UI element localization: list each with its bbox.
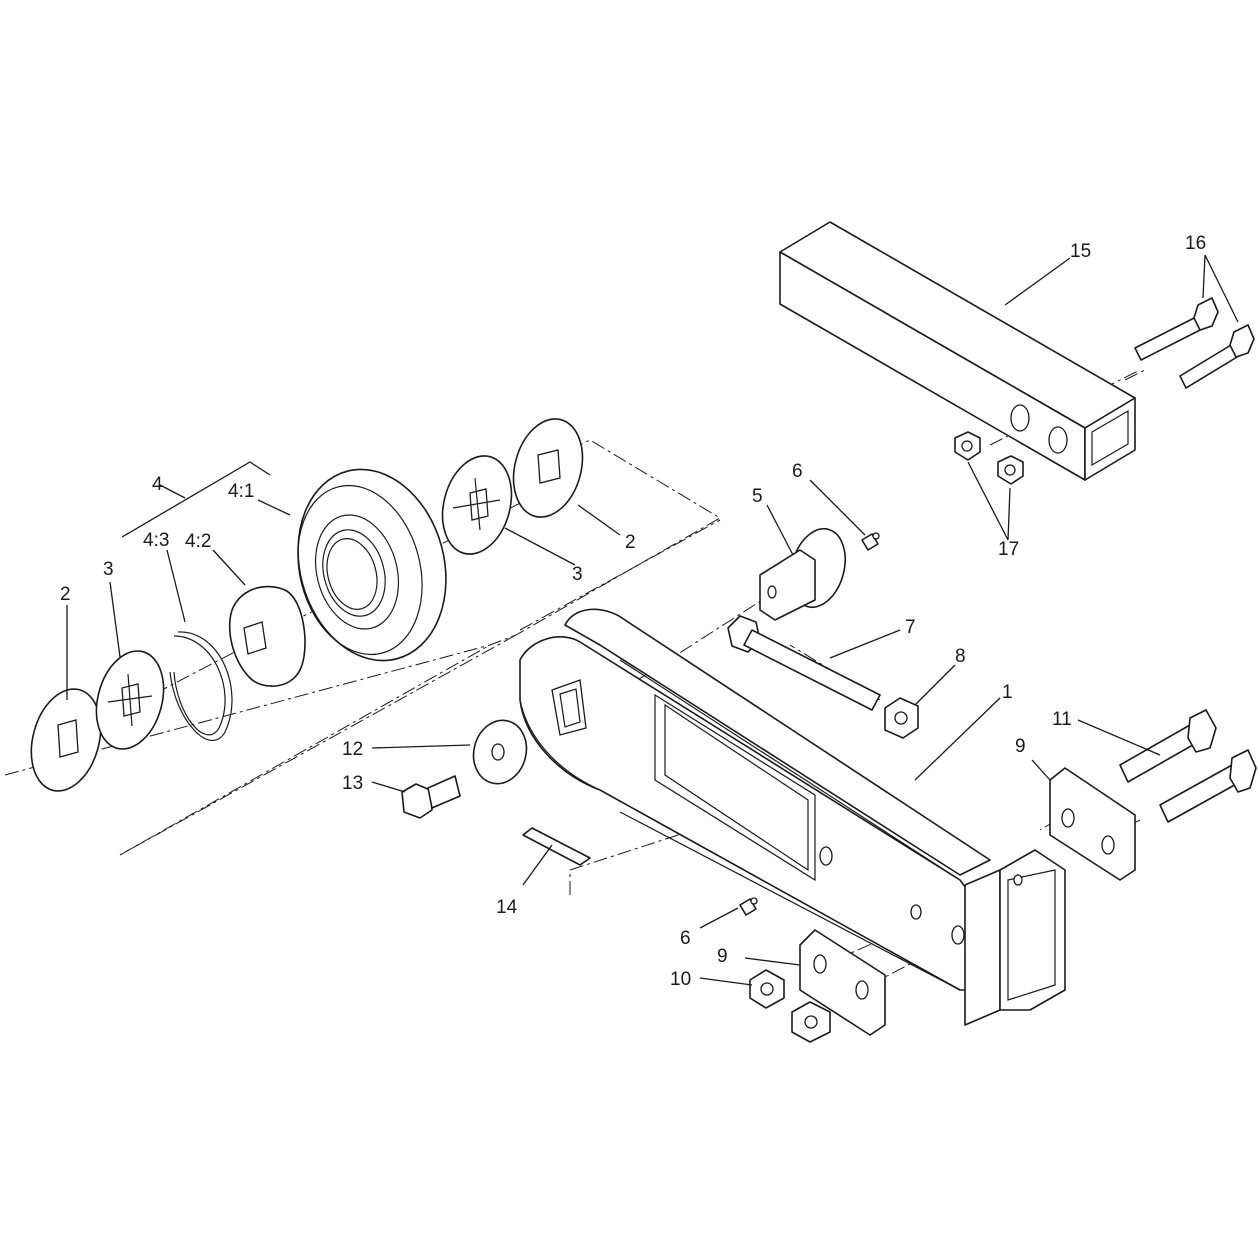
callout-11: 11 <box>1052 709 1072 730</box>
grease-fitting-top <box>861 532 880 551</box>
pivot-nut <box>884 697 919 739</box>
callout-3-right: 3 <box>572 564 583 585</box>
left-flat-washer <box>30 688 102 792</box>
callout-1: 1 <box>1002 682 1013 703</box>
clamp-plate-lower <box>799 929 886 1036</box>
callout-6-top: 6 <box>792 461 803 482</box>
callout-4: 4 <box>152 474 163 495</box>
callout-12: 12 <box>342 739 363 760</box>
callout-4-3: 4:3 <box>143 530 169 551</box>
callout-7: 7 <box>905 617 916 638</box>
tube-bolts <box>1134 297 1255 389</box>
tube-nuts <box>954 431 1024 485</box>
callout-16: 16 <box>1185 233 1206 254</box>
callout-13: 13 <box>342 773 363 794</box>
callout-14: 14 <box>496 897 518 918</box>
right-flat-washer <box>512 418 584 518</box>
cap-screw <box>401 775 461 819</box>
main-arm <box>519 608 1066 1026</box>
callout-8: 8 <box>955 646 966 667</box>
callout-4-2: 4:2 <box>185 531 211 552</box>
wheel <box>297 468 447 662</box>
callout-4-1: 4:1 <box>228 481 254 502</box>
pivot-bolt <box>727 615 881 711</box>
callout-15: 15 <box>1070 241 1091 262</box>
right-spider-washer <box>441 455 513 555</box>
callout-6-bottom: 6 <box>680 928 691 949</box>
callout-10: 10 <box>670 969 691 990</box>
flange-nuts <box>749 969 831 1043</box>
snap-ring <box>169 631 233 741</box>
square-tube <box>779 221 1136 481</box>
callout-2-left: 2 <box>60 584 71 605</box>
callout-2-right: 2 <box>625 532 636 553</box>
wheel-hub <box>228 585 306 687</box>
callout-labels: 1 2 2 3 3 4 4:1 4:2 4:3 5 6 6 7 8 9 9 10… <box>60 233 1206 990</box>
leader-lines <box>66 254 1239 986</box>
callout-9-lower: 9 <box>717 946 728 967</box>
clamp-plate-right <box>1049 767 1136 881</box>
key <box>522 827 591 866</box>
grease-fitting-bottom <box>739 897 758 916</box>
pivot-bracket <box>759 527 846 621</box>
clamp-bolts <box>1119 709 1257 823</box>
callout-9-right: 9 <box>1015 736 1026 757</box>
spacer-washer <box>472 719 528 785</box>
callout-3-left: 3 <box>103 559 114 580</box>
callout-5: 5 <box>752 486 763 507</box>
callout-17: 17 <box>998 539 1019 560</box>
left-spider-washer <box>95 650 165 750</box>
